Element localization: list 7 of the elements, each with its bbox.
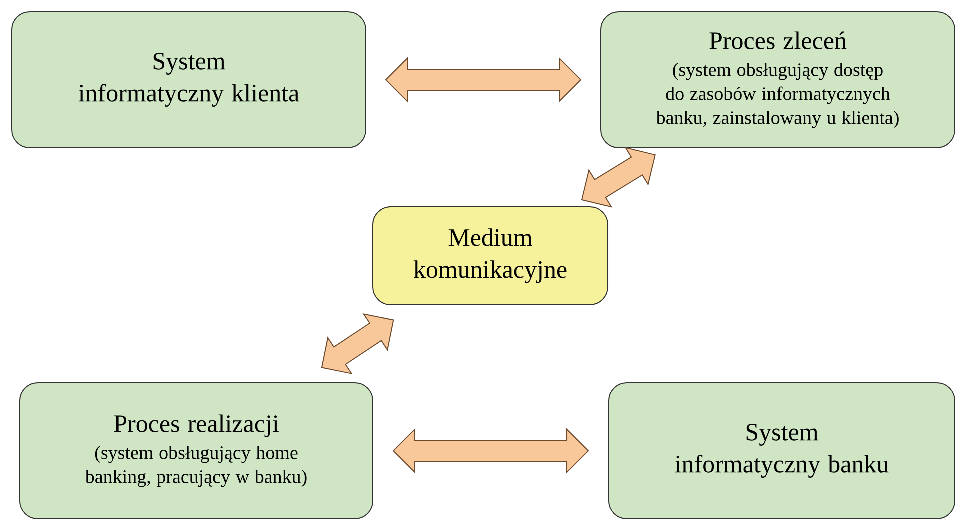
process-box: System informatyczny banku [608, 382, 956, 520]
process-box: Proces realizacji (system obsługujący home banking, pracujący w banku) [20, 382, 374, 520]
process-box: System informatyczny klienta [12, 12, 366, 148]
process-box: Proces zleceń (system obsługujący dostęp do zasobów informatycznych banku, zainstalowany u klienta) [600, 12, 956, 148]
process-box: Medium komunikacyjne [372, 206, 608, 306]
block-arrow [321, 313, 394, 375]
block-arrow [581, 147, 656, 208]
